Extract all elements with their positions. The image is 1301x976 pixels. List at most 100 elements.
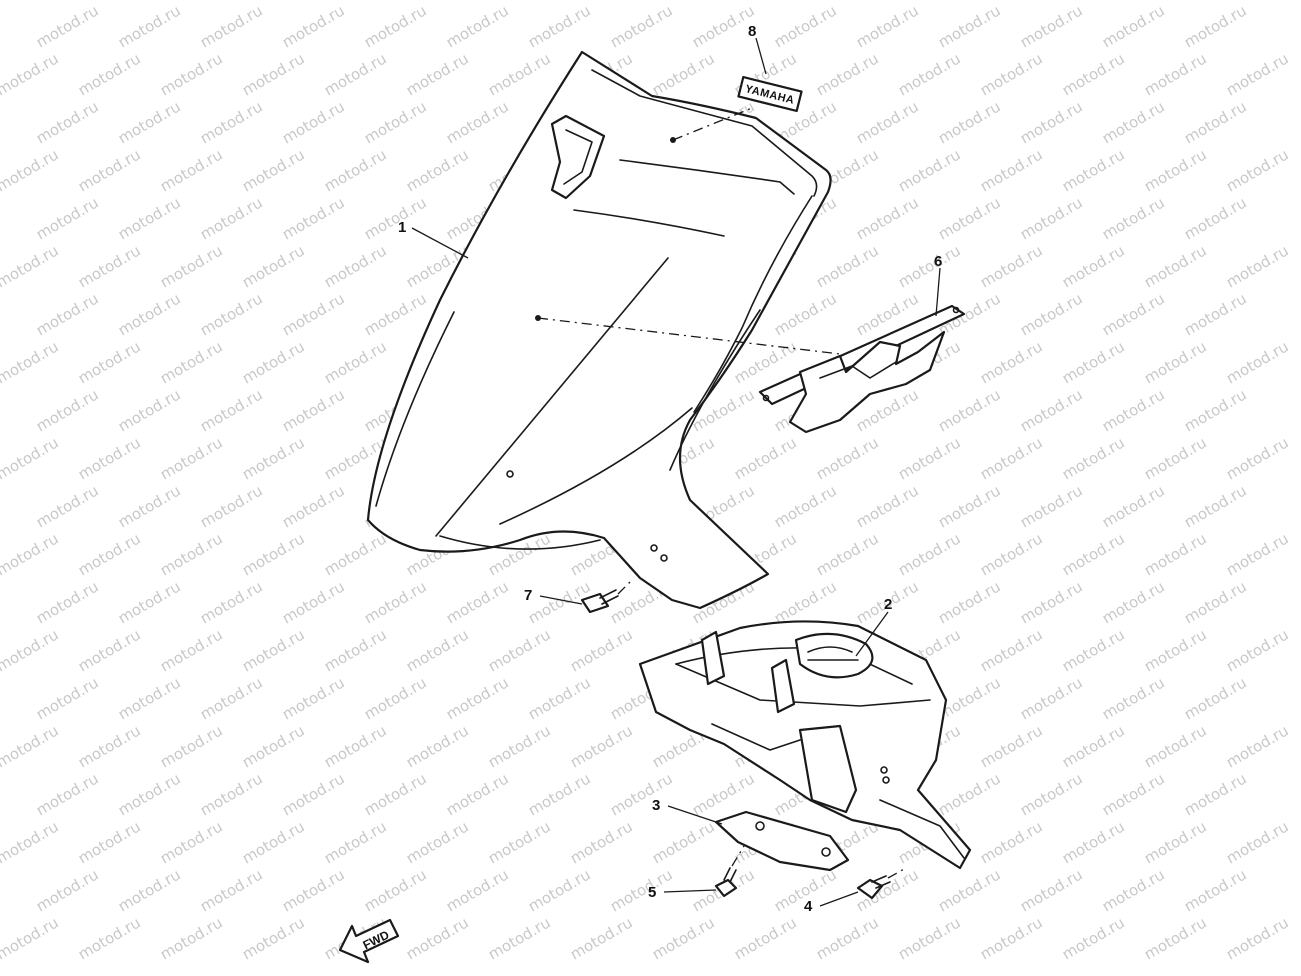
watermark-text: motod.ru: [1141, 529, 1210, 579]
watermark-text: motod.ru: [321, 241, 390, 291]
watermark-text: motod.ru: [75, 817, 144, 867]
watermark-text: motod.ru: [977, 817, 1046, 867]
watermark-text: motod.ru: [321, 817, 390, 867]
watermark-text: motod.ru: [239, 721, 308, 771]
watermark-text: motod.ru: [935, 577, 1004, 627]
watermark-text: motod.ru: [977, 49, 1046, 99]
watermark-text: motod.ru: [321, 337, 390, 387]
watermark-text: motod.ru: [1099, 673, 1168, 723]
watermark-text: motod.ru: [771, 481, 840, 531]
watermark-text: motod.ru: [813, 241, 882, 291]
watermark-text: motod.ru: [321, 625, 390, 675]
watermark-text: motod.ru: [977, 337, 1046, 387]
watermark-text: motod.ru: [443, 769, 512, 819]
screw-part-5: [714, 867, 738, 898]
watermark-text: motod.ru: [197, 769, 266, 819]
watermark-text: motod.ru: [1181, 193, 1250, 243]
watermark-text: motod.ru: [0, 625, 62, 675]
watermark-text: motod.ru: [443, 97, 512, 147]
watermark-text: motod.ru: [1099, 577, 1168, 627]
watermark-text: motod.ru: [239, 145, 308, 195]
watermark-text: motod.ru: [853, 1, 922, 51]
watermark-text: motod.ru: [443, 673, 512, 723]
watermark-text: motod.ru: [731, 433, 800, 483]
watermark-text: motod.ru: [361, 769, 430, 819]
watermark-text: motod.ru: [75, 721, 144, 771]
watermark-text: motod.ru: [1223, 721, 1292, 771]
watermark-text: motod.ru: [239, 241, 308, 291]
watermark-text: motod.ru: [115, 673, 184, 723]
watermark-text: motod.ru: [853, 97, 922, 147]
watermark-text: motod.ru: [279, 481, 348, 531]
watermark-text: motod.ru: [33, 1, 102, 51]
watermark-text: motod.ru: [1141, 241, 1210, 291]
side-emblem-part: [758, 304, 966, 434]
watermark-text: motod.ru: [485, 721, 554, 771]
watermark-text: motod.ru: [567, 721, 636, 771]
watermark-text: motod.ru: [115, 481, 184, 531]
watermark-text: motod.ru: [443, 577, 512, 627]
watermark-text: motod.ru: [1223, 625, 1292, 675]
watermark-text: motod.ru: [0, 817, 62, 867]
watermark-text: motod.ru: [1059, 529, 1128, 579]
watermark-text: motod.ru: [935, 193, 1004, 243]
watermark-text: motod.ru: [197, 193, 266, 243]
watermark-text: motod.ru: [1059, 721, 1128, 771]
watermark-text: motod.ru: [1017, 577, 1086, 627]
watermark-text: motod.ru: [813, 913, 882, 963]
watermark-text: motod.ru: [1223, 337, 1292, 387]
watermark-text: motod.ru: [649, 49, 718, 99]
watermark-text: motod.ru: [567, 625, 636, 675]
watermark-text: motod.ru: [0, 49, 62, 99]
watermark-text: motod.ru: [813, 49, 882, 99]
watermark-text: motod.ru: [75, 49, 144, 99]
watermark-text: motod.ru: [485, 625, 554, 675]
watermark-text: motod.ru: [1017, 193, 1086, 243]
watermark-text: motod.ru: [1223, 241, 1292, 291]
callout-4: 4: [804, 898, 813, 915]
watermark-text: motod.ru: [33, 193, 102, 243]
screw-part-7: [580, 589, 619, 614]
watermark-text: motod.ru: [649, 913, 718, 963]
watermark-text: motod.ru: [239, 529, 308, 579]
watermark-text: motod.ru: [1141, 49, 1210, 99]
watermark-text: motod.ru: [935, 1, 1004, 51]
watermark-text: motod.ru: [1017, 673, 1086, 723]
watermark-text: motod.ru: [1223, 817, 1292, 867]
watermark-text: motod.ru: [0, 913, 62, 963]
watermark-text: motod.ru: [115, 193, 184, 243]
watermark-text: motod.ru: [1099, 1, 1168, 51]
watermark-text: motod.ru: [279, 769, 348, 819]
inner-panel-part: [638, 620, 972, 870]
watermark-text: motod.ru: [895, 241, 964, 291]
watermark-text: motod.ru: [1099, 289, 1168, 339]
watermark-text: motod.ru: [239, 337, 308, 387]
watermark-text: motod.ru: [1099, 769, 1168, 819]
watermark-text: motod.ru: [403, 721, 472, 771]
watermark-text: motod.ru: [1141, 433, 1210, 483]
watermark-text: motod.ru: [75, 433, 144, 483]
watermark-text: motod.ru: [1223, 913, 1292, 963]
watermark-text: motod.ru: [935, 385, 1004, 435]
watermark-text: motod.ru: [895, 433, 964, 483]
watermark-text: motod.ru: [935, 97, 1004, 147]
watermark-text: motod.ru: [1099, 865, 1168, 915]
callout-5: 5: [648, 884, 656, 901]
watermark-text: motod.ru: [1059, 625, 1128, 675]
watermark-text: motod.ru: [33, 97, 102, 147]
watermark-text: motod.ru: [1181, 289, 1250, 339]
watermark-text: motod.ru: [157, 241, 226, 291]
watermark-text: motod.ru: [1059, 913, 1128, 963]
watermark-text: motod.ru: [403, 145, 472, 195]
watermark-text: motod.ru: [33, 385, 102, 435]
watermark-text: motod.ru: [403, 49, 472, 99]
callout-8: 8: [748, 23, 756, 40]
watermark-text: motod.ru: [157, 49, 226, 99]
watermark-text: motod.ru: [403, 913, 472, 963]
watermark-text: motod.ru: [115, 577, 184, 627]
watermark-text: motod.ru: [33, 865, 102, 915]
watermark-text: motod.ru: [157, 529, 226, 579]
watermark-text: motod.ru: [525, 673, 594, 723]
watermark-text: motod.ru: [525, 865, 594, 915]
watermark-text: motod.ru: [321, 145, 390, 195]
